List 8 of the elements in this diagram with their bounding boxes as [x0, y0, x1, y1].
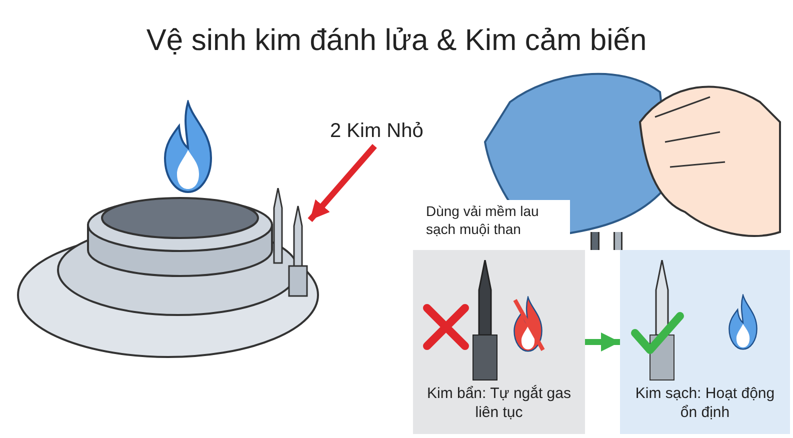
- title: Vệ sinh kim đánh lửa & Kim cảm biến: [145, 24, 648, 58]
- panel: [620, 250, 790, 434]
- panel-caption: Kim bẩn: Tự ngắt gas liên tục: [426, 384, 572, 422]
- arrow: [308, 144, 377, 222]
- callout-text: 2 Kim Nhỏ: [330, 120, 442, 146]
- panel-caption: Kim sạch: Hoạt động ổn định: [634, 384, 776, 422]
- arrow: [585, 332, 620, 352]
- panel: [413, 250, 585, 434]
